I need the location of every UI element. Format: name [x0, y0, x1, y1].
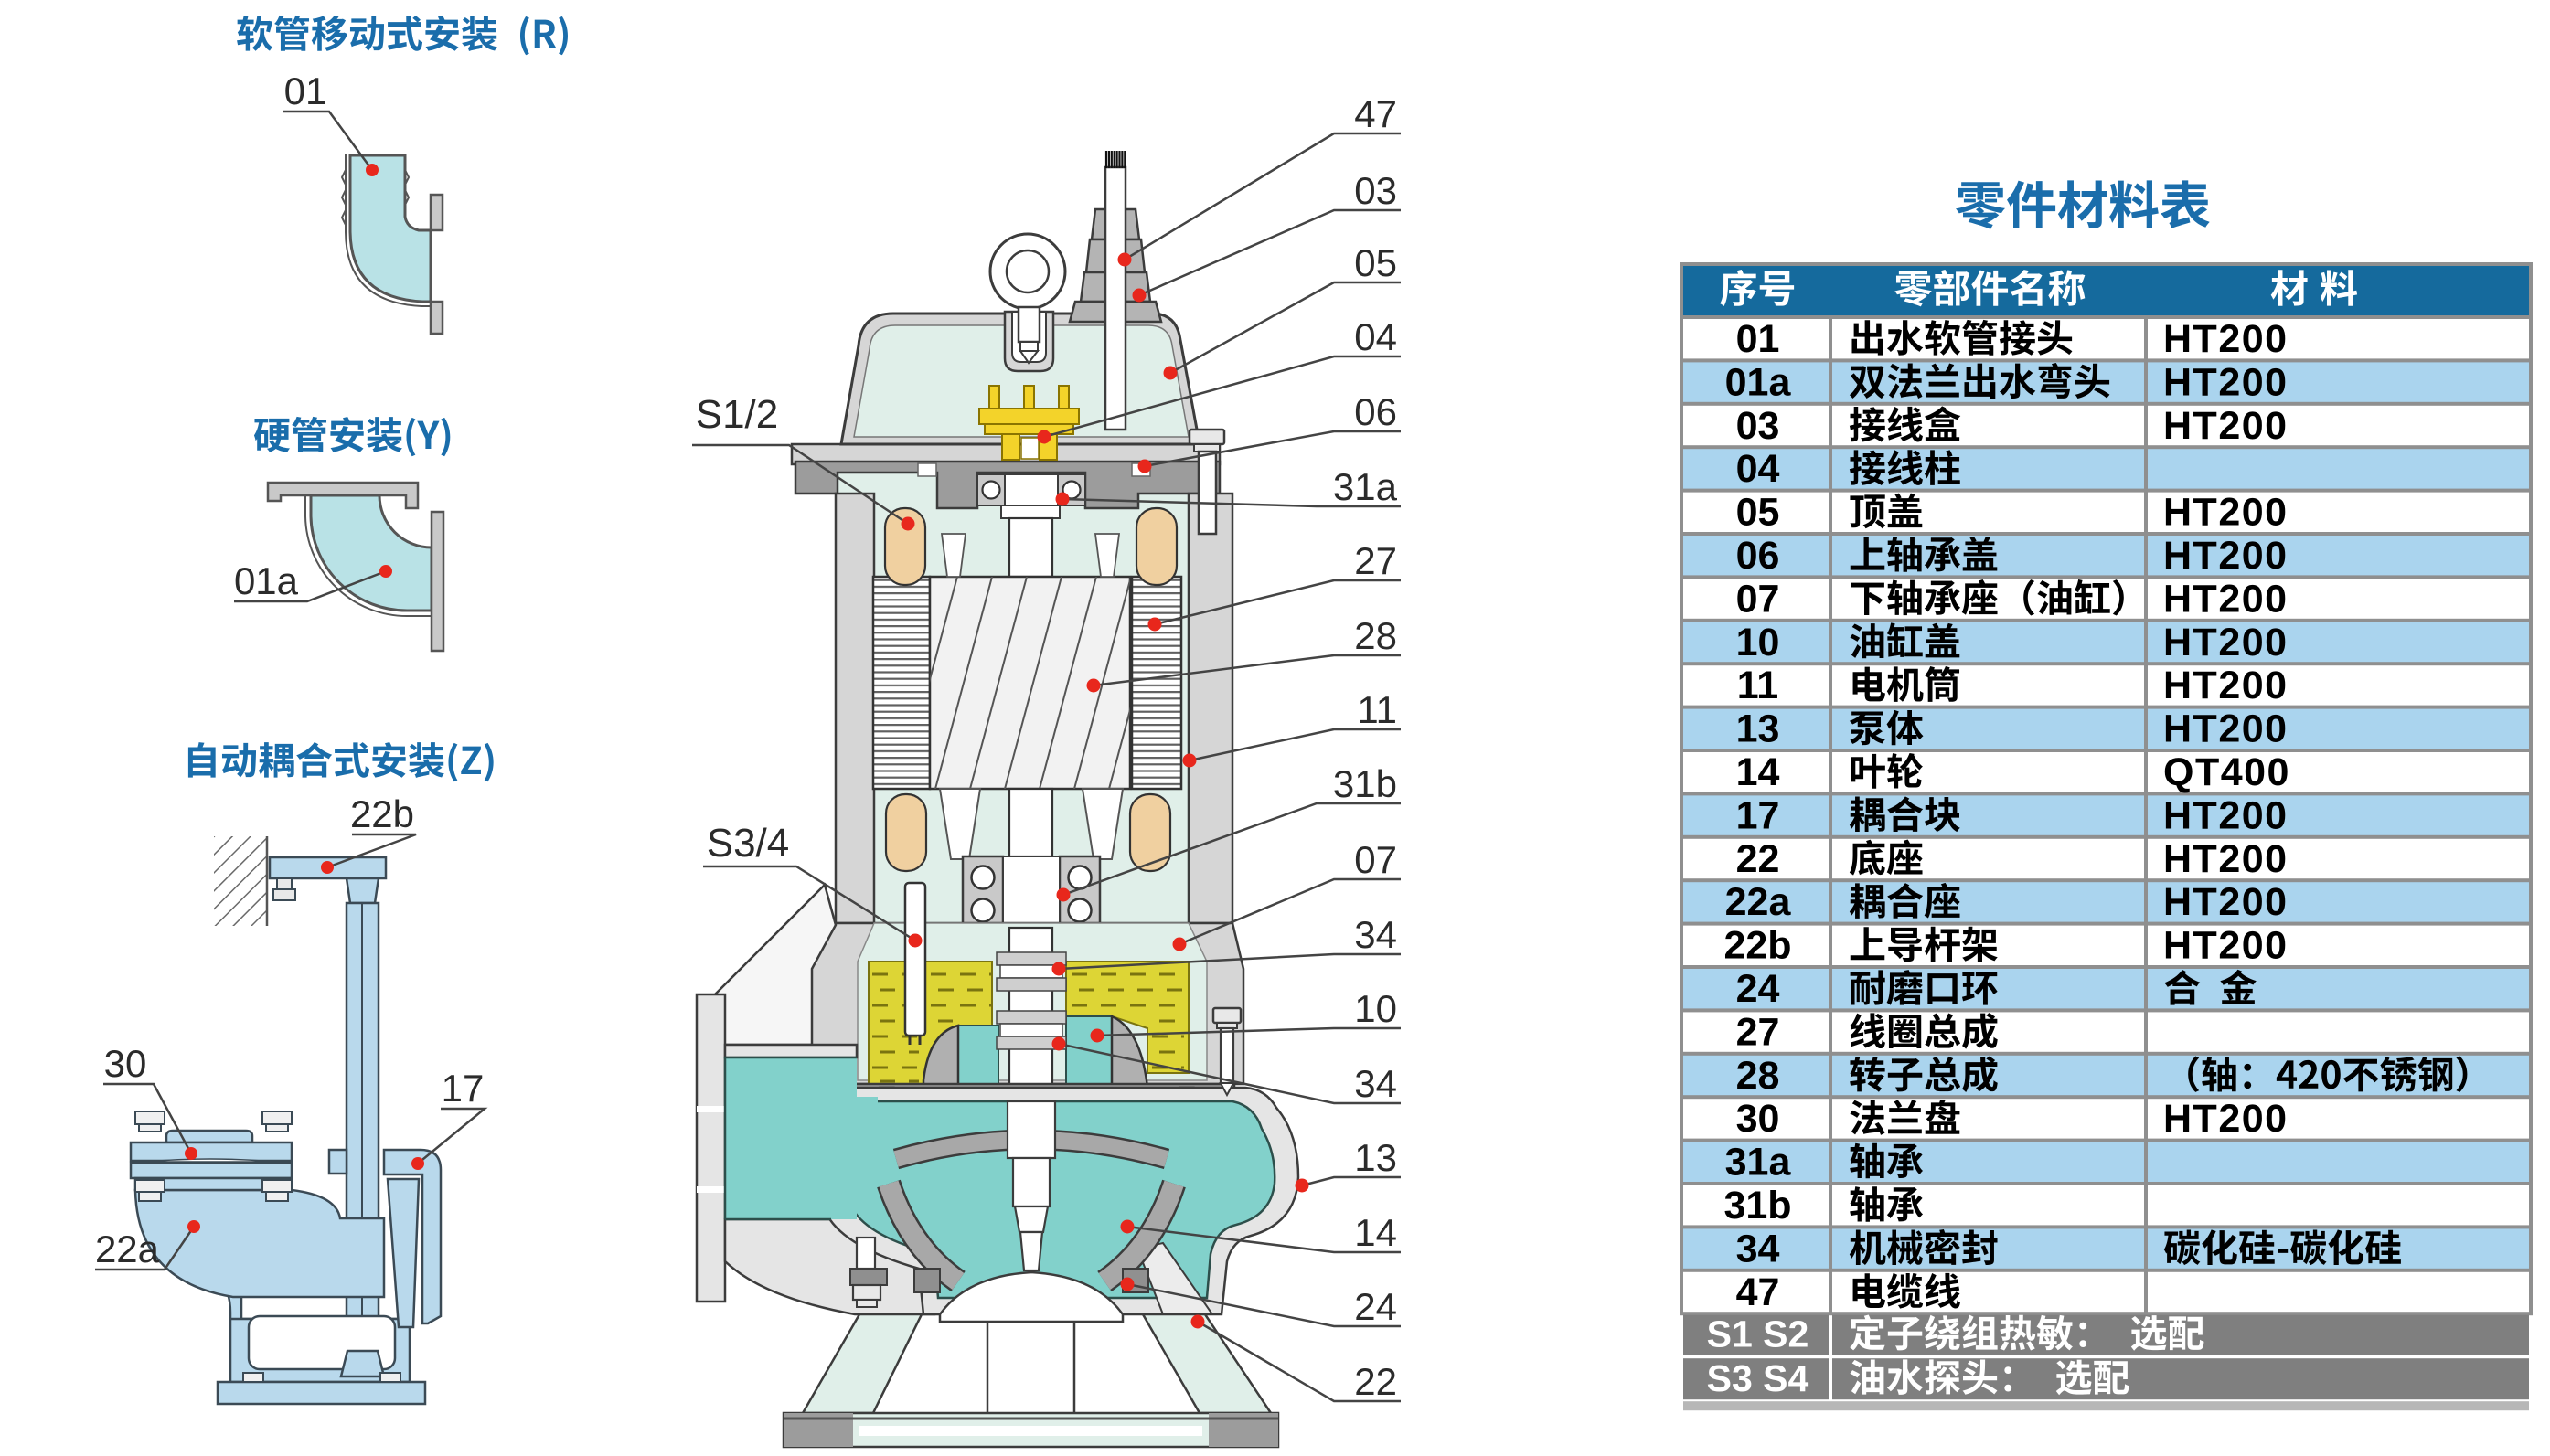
svg-text:31b: 31b	[1333, 762, 1397, 805]
svg-text:HT200: HT200	[2163, 837, 2289, 881]
svg-text:HT200: HT200	[2163, 707, 2289, 751]
svg-text:47: 47	[1736, 1270, 1780, 1314]
svg-text:04: 04	[1354, 315, 1397, 358]
svg-text:01a: 01a	[234, 559, 299, 602]
svg-text:HT200: HT200	[2163, 360, 2289, 404]
svg-text:28: 28	[1736, 1054, 1780, 1098]
svg-text:24: 24	[1354, 1285, 1397, 1328]
svg-text:22a: 22a	[1725, 880, 1792, 924]
svg-text:17: 17	[1736, 793, 1780, 837]
svg-text:34: 34	[1736, 1227, 1780, 1270]
svg-text:HT200: HT200	[2163, 664, 2289, 707]
svg-text:HT200: HT200	[2163, 491, 2289, 535]
svg-text:05: 05	[1354, 241, 1397, 284]
svg-text:22a: 22a	[95, 1228, 160, 1270]
svg-text:07: 07	[1354, 838, 1397, 881]
svg-text:S3/4: S3/4	[707, 821, 790, 866]
svg-text:47: 47	[1354, 92, 1397, 135]
svg-text:HT200: HT200	[2163, 317, 2289, 361]
svg-text:QT400: QT400	[2163, 750, 2290, 794]
svg-text:28: 28	[1354, 614, 1397, 657]
svg-text:22b: 22b	[350, 792, 414, 835]
svg-text:01a: 01a	[1725, 360, 1792, 404]
svg-text:HT200: HT200	[2163, 924, 2289, 968]
svg-text:10: 10	[1736, 621, 1780, 664]
svg-text:31a: 31a	[1725, 1141, 1792, 1185]
svg-text:14: 14	[1354, 1211, 1397, 1254]
svg-text:30: 30	[104, 1042, 147, 1085]
svg-text:11: 11	[1357, 688, 1397, 731]
svg-text:HT200: HT200	[2163, 621, 2289, 664]
svg-text:01: 01	[1736, 317, 1780, 361]
svg-text:07: 07	[1736, 577, 1780, 621]
svg-text:S1 S2: S1 S2	[1707, 1313, 1809, 1355]
svg-text:10: 10	[1354, 987, 1397, 1030]
svg-text:HT200: HT200	[2163, 404, 2289, 448]
svg-text:14: 14	[1736, 750, 1780, 794]
svg-text:34: 34	[1354, 913, 1397, 956]
svg-text:34: 34	[1354, 1062, 1397, 1105]
svg-text:01: 01	[284, 69, 327, 112]
svg-text:05: 05	[1736, 491, 1780, 535]
svg-text:HT200: HT200	[2163, 880, 2289, 924]
svg-text:24: 24	[1736, 967, 1780, 1011]
svg-text:22: 22	[1354, 1360, 1397, 1403]
svg-text:31b: 31b	[1723, 1184, 1791, 1228]
svg-text:22: 22	[1736, 837, 1780, 881]
svg-text:03: 03	[1736, 404, 1780, 448]
svg-text:11: 11	[1737, 664, 1778, 707]
svg-text:HT200: HT200	[2163, 1097, 2289, 1141]
svg-text:S1/2: S1/2	[696, 392, 779, 437]
svg-text:27: 27	[1354, 539, 1397, 582]
svg-text:22b: 22b	[1723, 924, 1791, 968]
svg-text:30: 30	[1736, 1097, 1780, 1141]
svg-text:S3 S4: S3 S4	[1707, 1357, 1809, 1399]
svg-text:HT200: HT200	[2163, 793, 2289, 837]
svg-text:13: 13	[1354, 1136, 1397, 1179]
svg-text:HT200: HT200	[2163, 577, 2289, 621]
svg-text:HT200: HT200	[2163, 534, 2289, 578]
svg-text:27: 27	[1736, 1010, 1780, 1054]
svg-text:13: 13	[1736, 707, 1780, 751]
svg-text:06: 06	[1736, 534, 1780, 578]
svg-text:06: 06	[1354, 390, 1397, 433]
svg-text:03: 03	[1354, 169, 1397, 212]
svg-text:17: 17	[442, 1067, 485, 1110]
svg-text:04: 04	[1736, 447, 1780, 491]
svg-text:31a: 31a	[1333, 465, 1398, 508]
